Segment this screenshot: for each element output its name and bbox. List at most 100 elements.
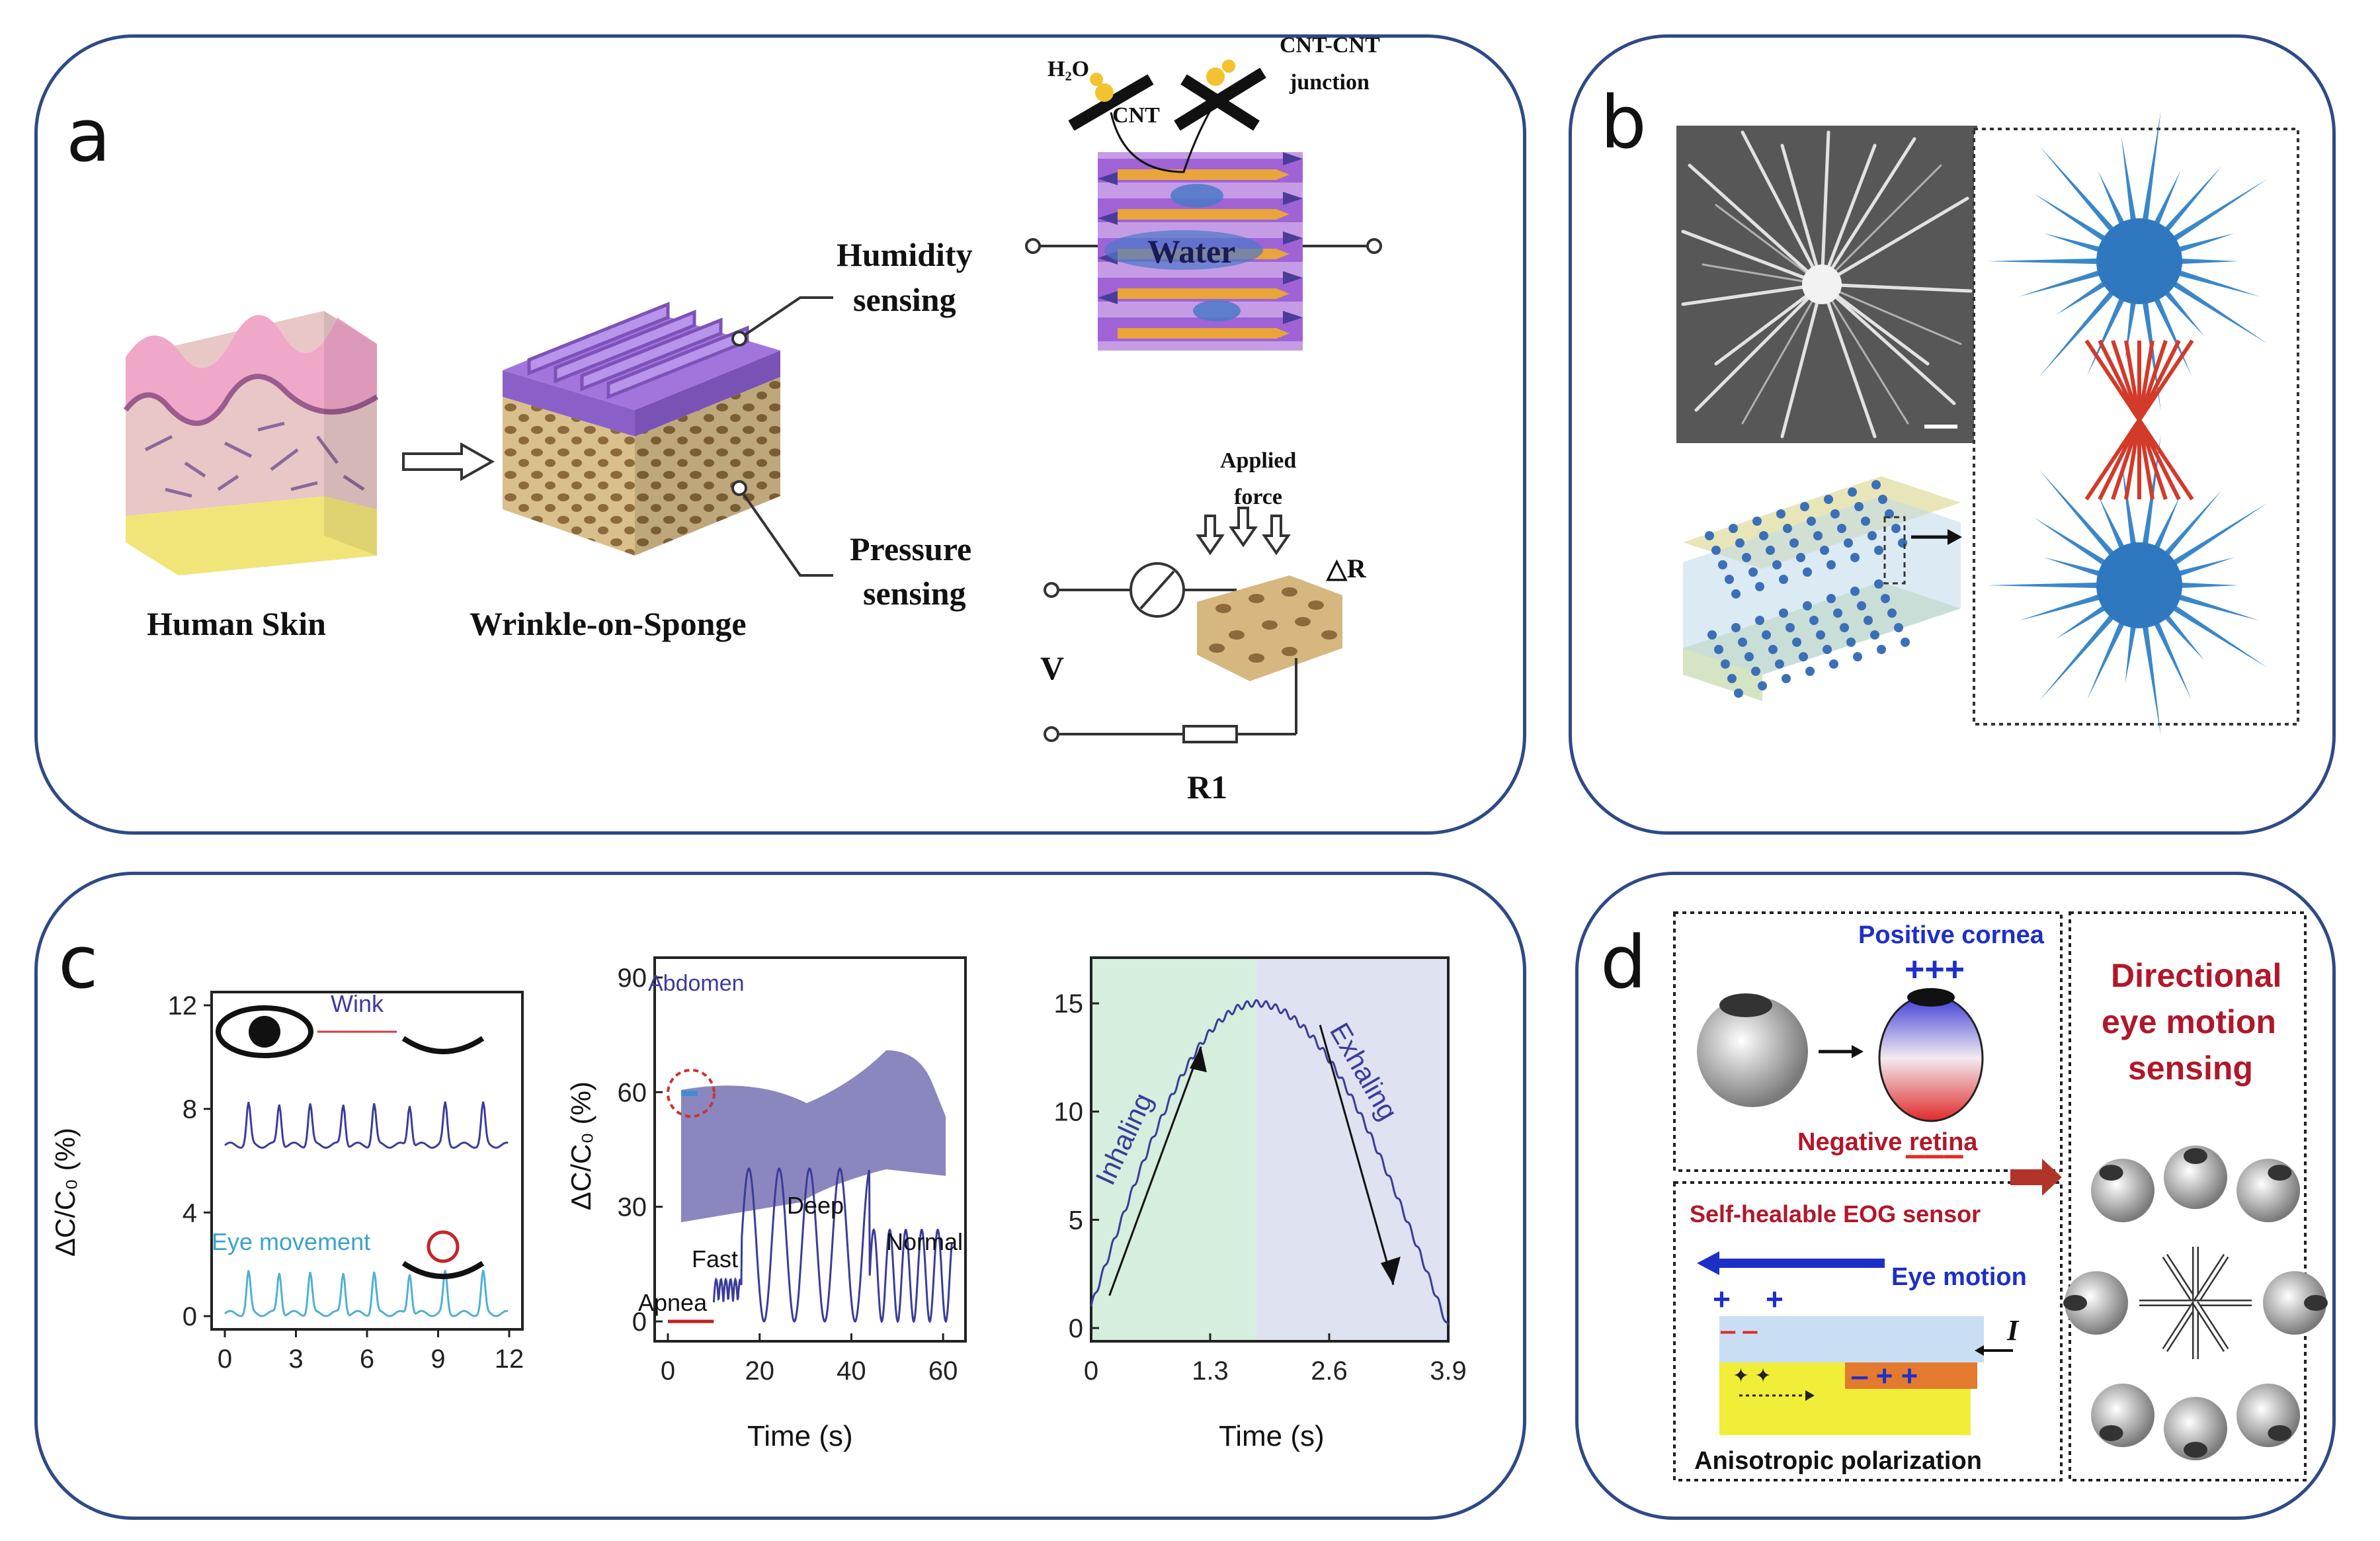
- urchin-spike: [2175, 258, 2238, 265]
- abdomen-label: Abdomen: [648, 971, 745, 996]
- urchin-spike: [2173, 269, 2260, 297]
- anisotropic-label: Anisotropic polarization: [1694, 1447, 1982, 1475]
- eye-direction-ring: [2063, 1145, 2328, 1460]
- nanoparticle-dot: [1874, 579, 1883, 589]
- nanoparticle-dot: [1809, 616, 1819, 625]
- nanoparticle-dot: [1762, 630, 1771, 640]
- plot3-xlabel: Time (s): [1219, 1420, 1325, 1452]
- panel-d-label: d: [1600, 920, 1647, 1005]
- nanoparticle-dot: [1734, 688, 1743, 698]
- nanoparticle-dot: [1729, 524, 1738, 533]
- closed-eye-icon-2: [401, 1261, 485, 1279]
- svg-text:+: +: [1766, 1282, 1784, 1316]
- nanoparticle-dot: [1878, 495, 1887, 504]
- nanoparticle-dot: [1779, 575, 1788, 584]
- urchin-spike: [2039, 286, 2118, 376]
- inhaling-region: [1091, 958, 1256, 1341]
- human-skin-illustration: [123, 311, 379, 575]
- direction-arrow-inner: [2194, 1302, 2228, 1351]
- urchin-spike: [2151, 495, 2181, 554]
- nanoparticle-dot: [1870, 630, 1879, 640]
- nanoparticle-dot: [1894, 623, 1903, 632]
- plot1-xtick-label: 3: [288, 1345, 303, 1374]
- nanoparticle-dot: [1711, 546, 1721, 555]
- nanoparticle-dot: [1751, 667, 1760, 676]
- nanoparticle-dot: [1833, 608, 1842, 618]
- eye-motion-label: Eye motion: [1891, 1263, 2027, 1291]
- nanoparticle-dot: [1854, 502, 1864, 511]
- urchin-spike: [2168, 503, 2268, 569]
- urchin-spike: [2087, 617, 2127, 700]
- nanoparticle-dot: [1775, 659, 1784, 669]
- nanoparticle-dot: [1857, 601, 1866, 610]
- pupil-mark: [2268, 1165, 2292, 1181]
- nanoparticle-dot: [1776, 509, 1785, 519]
- nanoparticle-dot: [1805, 667, 1815, 676]
- nanoparticle-dot: [1816, 630, 1825, 640]
- pressure-circuit-diagram: [1044, 507, 1342, 743]
- nanoparticle-dot: [1755, 582, 1764, 591]
- breath-cycle-trace: [1090, 999, 1450, 1325]
- urchin-spike: [2039, 470, 2118, 560]
- pupil-mark: [2184, 1148, 2207, 1164]
- eyeball-icon: [2263, 1271, 2326, 1335]
- plot2-ytick-label: 60: [618, 1078, 647, 1107]
- urchin-spike: [2168, 602, 2268, 668]
- plot3-xtick-label: 3.9: [1430, 1356, 1467, 1386]
- deep-label: Deep: [787, 1192, 844, 1219]
- urchin-spike: [2018, 269, 2106, 297]
- urchin-spike: [2033, 517, 2111, 569]
- pupil-mark: [2304, 1295, 2328, 1311]
- plot1-ytick-label: 8: [183, 1095, 197, 1124]
- bond-line: [2084, 339, 2194, 501]
- urchin-spike: [2141, 110, 2161, 226]
- plot3-xtick-label: 1.3: [1192, 1356, 1229, 1386]
- panel-b-label: b: [1600, 80, 1647, 165]
- nanoparticle-dot: [1853, 652, 1862, 661]
- urchin-spike: [2173, 593, 2260, 621]
- eye-movement-label: Eye movement: [212, 1228, 371, 1255]
- current-symbol: I: [2007, 1314, 2019, 1347]
- nanoparticle-dot: [1755, 616, 1764, 625]
- nanoparticle-dot: [1731, 589, 1741, 599]
- plot3-ytick-label: 10: [1054, 1098, 1084, 1127]
- voltage-label: V: [1040, 649, 1065, 687]
- urchin-spike: [2160, 490, 2222, 560]
- nanoparticle-dot: [1707, 630, 1717, 640]
- plot2-xtick-label: 0: [661, 1356, 675, 1386]
- urchin-spike: [2039, 610, 2118, 700]
- nanoparticle-dot: [1803, 567, 1812, 577]
- apnea-label: Apnea: [638, 1289, 708, 1316]
- plot3-ytick-label: 5: [1069, 1206, 1083, 1235]
- plot3-xtick-label: 2.6: [1311, 1356, 1348, 1386]
- urchin-spike: [2033, 193, 2111, 245]
- pupil-icon: [249, 1016, 280, 1048]
- plot2-xtick-label: 60: [928, 1356, 958, 1386]
- abdomen-marker: [667, 1069, 716, 1118]
- nanoparticle-dot: [1871, 480, 1881, 489]
- plot2-xtick-label: 40: [837, 1356, 866, 1386]
- humidity-sensor-diagram: [1025, 60, 1382, 351]
- plot3-ytick-label: 15: [1054, 989, 1084, 1019]
- urchin-spike: [2055, 278, 2111, 315]
- eyeball-icon: [2164, 1145, 2227, 1209]
- wrinkle-on-sponge-illustration: [503, 302, 780, 556]
- self-healable-label: Self-healable EOG sensor: [1690, 1200, 1981, 1228]
- plus-charges-top: +++: [1905, 950, 1965, 989]
- svg-text:+: +: [1713, 1282, 1731, 1316]
- plot1-xtick-label: 9: [431, 1345, 445, 1374]
- leader-lines: [731, 296, 833, 577]
- urchin-spike: [2173, 557, 2235, 578]
- pressure-sensing-line1: Pressure: [850, 530, 972, 567]
- pupil-mark: [2099, 1165, 2123, 1181]
- nanoparticle-dot: [1840, 623, 1849, 632]
- eyeball-icon: [2236, 1159, 2300, 1222]
- eyeball-icon: [2236, 1384, 2300, 1447]
- urchin-spike: [2098, 171, 2127, 229]
- urchin-spike: [2098, 495, 2127, 554]
- hollow-arrow-icon: [402, 442, 495, 481]
- nanoparticle-dot: [1735, 538, 1744, 548]
- nanoparticle-dot: [1877, 645, 1886, 654]
- applied-force-line1: Applied: [1220, 448, 1297, 473]
